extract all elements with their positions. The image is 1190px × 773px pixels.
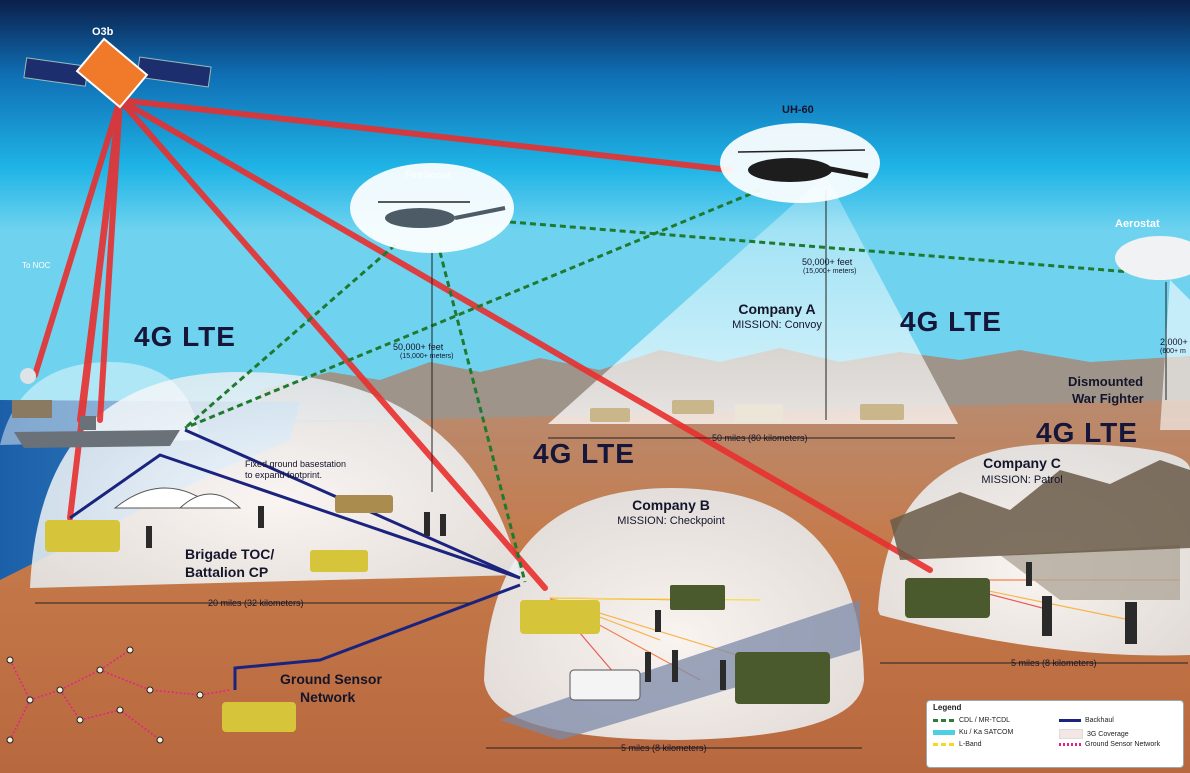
altitude-lines	[431, 190, 1167, 492]
firescout-altitude-feet: 50,000+ feet	[393, 342, 444, 352]
basestation-note-line2: to expand footprint.	[245, 470, 323, 480]
legend-label-lband: L-Band	[959, 741, 982, 748]
suv-company-b	[569, 669, 641, 701]
uh60-altitude-meters: (15,000+ meters)	[803, 268, 857, 275]
legend-swatch-cdl	[933, 719, 955, 722]
satcom-links	[32, 97, 933, 591]
legend-item-cdl: CDL / MR-TCDL	[933, 717, 1010, 724]
convoy-vehicle-3	[735, 404, 783, 422]
legend-item-backhaul: Backhaul	[1059, 717, 1114, 724]
legend-label-sensor: Ground Sensor Network	[1085, 741, 1161, 748]
aerostat-balloon	[1115, 236, 1190, 280]
brigade-coverage-dome	[30, 372, 520, 588]
basestation-note-line1: Fixed ground basestation	[245, 459, 347, 469]
aerostat-coverage-cone	[1160, 280, 1190, 430]
legend-label-satcom: Ku / Ka SATCOM	[959, 729, 1014, 736]
basestation-tents	[113, 487, 242, 509]
lte-label-company-a: 4G LTE	[900, 306, 1002, 337]
humvee-sensor	[222, 702, 296, 732]
satellite-label: O3b	[92, 26, 114, 38]
legend-item-3g: 3G Coverage	[1059, 729, 1129, 739]
company-c-title: Company C	[983, 455, 1061, 471]
armored-vehicle-brigade	[335, 495, 393, 513]
soldiers	[146, 506, 1137, 690]
truck-company-b	[670, 585, 725, 610]
legend-title: Legend	[933, 703, 962, 712]
lte-label-brigade: 4G LTE	[134, 321, 236, 352]
humvee-company-b	[520, 600, 600, 634]
ground-antenna	[12, 368, 52, 418]
legend-box: Legend CDL / MR-TCDL Ku / Ka SATCOM L-Ba…	[926, 700, 1184, 768]
range-brackets	[35, 437, 1188, 749]
patrol-mountains	[890, 460, 1190, 560]
company-a-title: Company A	[738, 301, 816, 317]
aerostat-altitude-feet: 2,000+	[1160, 337, 1188, 347]
legend-label-backhaul: Backhaul	[1085, 717, 1114, 724]
firescout-label: FireScout	[405, 170, 452, 181]
checkpoint-road	[500, 600, 860, 740]
legend-label-cdl: CDL / MR-TCDL	[959, 717, 1011, 724]
legend-swatch-sensor	[1059, 743, 1081, 746]
legend-swatch-backhaul	[1059, 719, 1081, 722]
convoy-vehicle-1	[590, 408, 630, 422]
aerostat-label: Aerostat	[1115, 218, 1160, 230]
range-company-a-label: 50 miles (80 kilometers)	[712, 433, 808, 443]
company-b-title: Company B	[632, 497, 710, 513]
convoy-vehicle-2	[672, 400, 714, 414]
to-noc-label: To NOC	[22, 261, 51, 270]
firescout-altitude-meters: (15,000+ meters)	[400, 353, 454, 360]
legend-item-lband: L-Band	[933, 741, 982, 748]
naval-ship	[14, 416, 180, 448]
humvee-brigade-2	[310, 550, 368, 572]
legend-item-satcom: Ku / Ka SATCOM	[933, 729, 1013, 736]
uh60-label: UH-60	[782, 104, 814, 116]
brigade-label-line2: Battalion CP	[185, 564, 269, 580]
dismounted-label-line1: Dismounted	[1068, 374, 1144, 389]
vehicles	[45, 400, 990, 732]
mrap-company-b	[735, 652, 830, 704]
range-company-c-label: 5 miles (8 kilometers)	[1011, 658, 1097, 668]
firescout-drone	[350, 163, 514, 253]
ground-sensor-label-line1: Ground Sensor	[280, 671, 382, 687]
company-a-coverage-cone	[548, 175, 958, 424]
cdl-links	[184, 188, 1131, 583]
dismounted-label-line2: War Fighter	[1072, 391, 1144, 406]
range-brigade-label: 20 miles (32 kilometers)	[205, 598, 307, 608]
legend-swatch-3g	[1059, 729, 1083, 739]
company-b-mission: MISSION: Checkpoint	[617, 515, 725, 527]
sensor-nodes	[6, 646, 204, 744]
lte-label-center: 4G LTE	[533, 438, 635, 469]
legend-swatch-lband	[933, 743, 955, 746]
legend-swatch-satcom	[933, 730, 955, 735]
legend-item-sensor: Ground Sensor Network	[1059, 741, 1160, 748]
range-company-b-label: 5 miles (8 kilometers)	[621, 743, 707, 753]
legend-label-3g: 3G Coverage	[1087, 730, 1129, 738]
uh60-helicopter	[720, 123, 880, 203]
company-a-mission: MISSION: Convoy	[732, 319, 822, 331]
brigade-label-line1: Brigade TOC/	[185, 546, 275, 562]
uh60-altitude-feet: 50,000+ feet	[802, 257, 853, 267]
satellite-body	[75, 37, 149, 109]
humvee-company-c	[905, 578, 990, 618]
humvee-brigade	[45, 520, 120, 552]
company-c-mission: MISSION: Patrol	[981, 474, 1063, 486]
aerostat-altitude-meters: (600+ m	[1160, 348, 1186, 355]
convoy-vehicle-4	[860, 404, 904, 420]
patrol-wall	[1000, 545, 1180, 600]
lte-label-company-c: 4G LTE	[1036, 417, 1138, 448]
ground-sensor-label-line2: Network	[300, 689, 356, 705]
o3b-satellite	[23, 37, 212, 109]
